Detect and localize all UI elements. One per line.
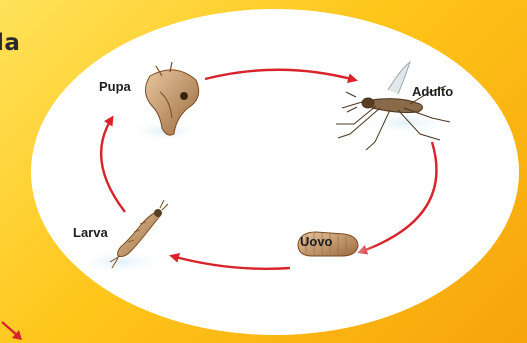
stage-label-uovo: Uovo [300, 234, 333, 249]
stage-label-larva: Larva [73, 225, 108, 240]
adulto-ripple [357, 111, 453, 135]
stage-label-pupa: Pupa [99, 79, 131, 94]
stage-label-adulto: Adulto [412, 84, 453, 99]
